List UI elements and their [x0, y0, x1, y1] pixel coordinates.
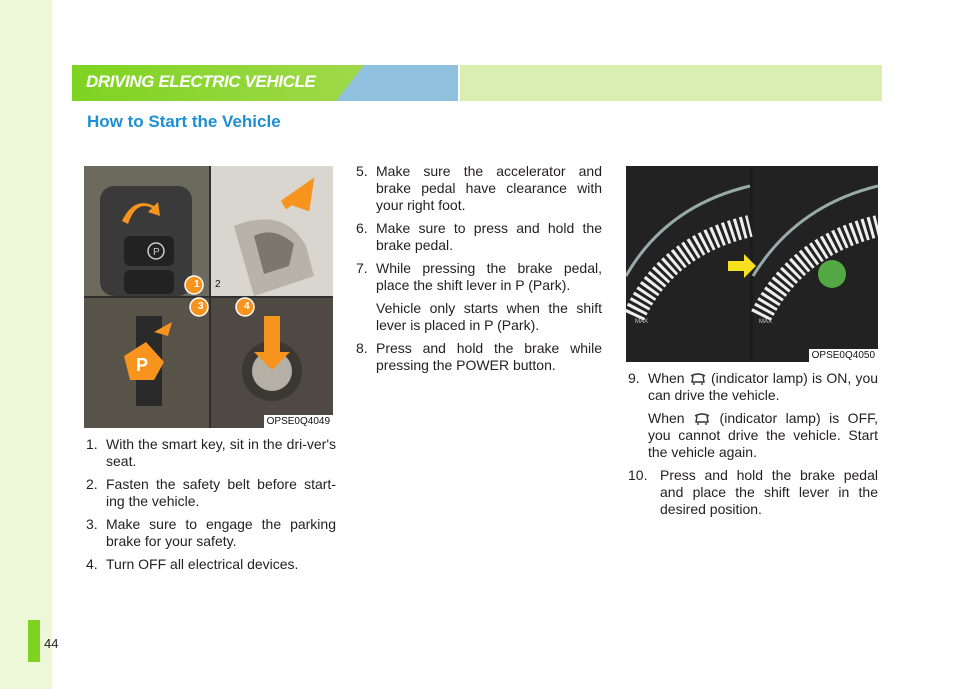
step-7: 7.While pressing the brake pedal, place … — [356, 260, 602, 293]
left-column-steps: 1.With the smart key, sit in the dri-ver… — [86, 436, 336, 579]
section-title: How to Start the Vehicle — [87, 112, 281, 131]
page-tab — [28, 620, 40, 662]
max-label-left: MAX — [635, 319, 649, 325]
ready-indicator-icon — [690, 373, 706, 386]
step-10: 10.Press and hold the brake pedal and pl… — [628, 467, 878, 517]
ready-indicator-icon — [694, 413, 710, 426]
svg-text:P: P — [136, 355, 148, 375]
cluster-figure-illustration — [623, 166, 881, 362]
step-3: 3.Make sure to engage the parking brake … — [86, 516, 336, 549]
callout-1: 1 — [194, 279, 200, 290]
step-6: 6.Make sure to press and hold the brake … — [356, 220, 602, 253]
step-4: 4.Turn OFF all electrical devices. — [86, 556, 299, 572]
right-column-steps: 9. When (indicator lamp) is ON, you can … — [628, 370, 878, 524]
callout-3: 3 — [198, 301, 204, 312]
right-figure-caption: OPSE0Q4050 — [808, 349, 878, 362]
step-7-note: Vehicle only starts when the shift lever… — [376, 300, 602, 333]
left-figure-caption: OPSE0Q4049 — [263, 415, 333, 428]
page-number: 44 — [44, 636, 59, 651]
start-figure-illustration: P P — [84, 166, 333, 428]
max-label-right: MAX — [759, 319, 773, 325]
banner-right — [460, 65, 882, 101]
callout-4: 4 — [244, 301, 250, 312]
banner-left — [72, 65, 364, 101]
step-2: 2.Fasten the safety belt before start-in… — [86, 476, 336, 509]
step-9: 9. When (indicator lamp) is ON, you can … — [628, 370, 879, 403]
callout-2: 2 — [215, 279, 221, 290]
start-figure: P P 1 2 3 4 OPSE0Q4049 — [84, 166, 333, 428]
middle-column-steps: 5.Make sure the accelerator and brake pe… — [356, 163, 602, 380]
cluster-figure: MAX MAX OPSE0Q4050 — [623, 166, 881, 362]
margin-stripe — [0, 0, 52, 689]
step-8: 8.Press and hold the brake while pressin… — [356, 340, 602, 373]
banner-title: DRIVING ELECTRIC VEHICLE — [86, 72, 316, 91]
step-5: 5.Make sure the accelerator and brake pe… — [356, 163, 602, 213]
step-1: 1.With the smart key, sit in the dri-ver… — [86, 436, 336, 469]
step-9-note: When (indicator lamp) is OFF, you cannot… — [648, 410, 879, 460]
svg-text:P: P — [153, 247, 160, 258]
